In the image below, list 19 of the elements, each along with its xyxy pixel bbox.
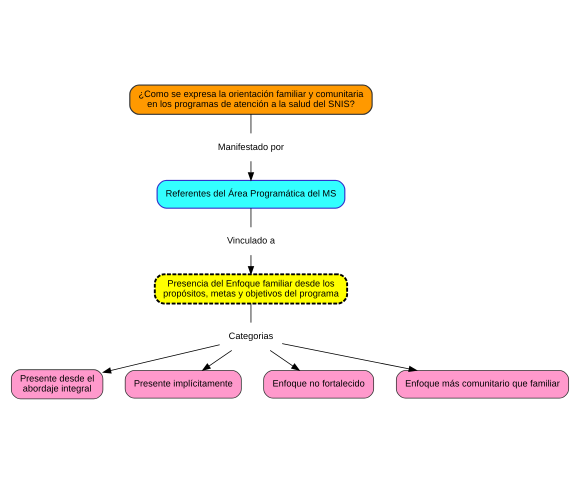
arrow — [202, 350, 232, 371]
node-box: Enfoque no fortalecido — [263, 370, 374, 398]
arrow — [248, 254, 254, 275]
node-text: Categorias — [228, 330, 274, 340]
node-box: Referentes del Área Programática del MS — [156, 179, 346, 208]
connector — [250, 207, 252, 228]
node-box: Presente desde el abordaje integral — [10, 368, 104, 399]
node-box: Presente implícitamente — [124, 370, 242, 398]
node-text: Manifestado por — [218, 141, 284, 152]
node-box: Presencia del Enfoque familiar desde los propósitos, metas y objetivos del programa — [154, 272, 348, 304]
connector — [250, 302, 252, 323]
arrow — [102, 344, 220, 374]
arrow — [248, 160, 254, 181]
arrow — [282, 342, 418, 372]
node-text: Vinculado a — [226, 235, 275, 246]
node-box: ¿Como se expresa la orientación familiar y comunitaria en los programas de atención a la salud del SNIS? — [129, 84, 373, 114]
arrow — [270, 350, 300, 371]
node-box: Enfoque más comunitario que familiar — [396, 370, 570, 398]
connector — [250, 113, 252, 134]
